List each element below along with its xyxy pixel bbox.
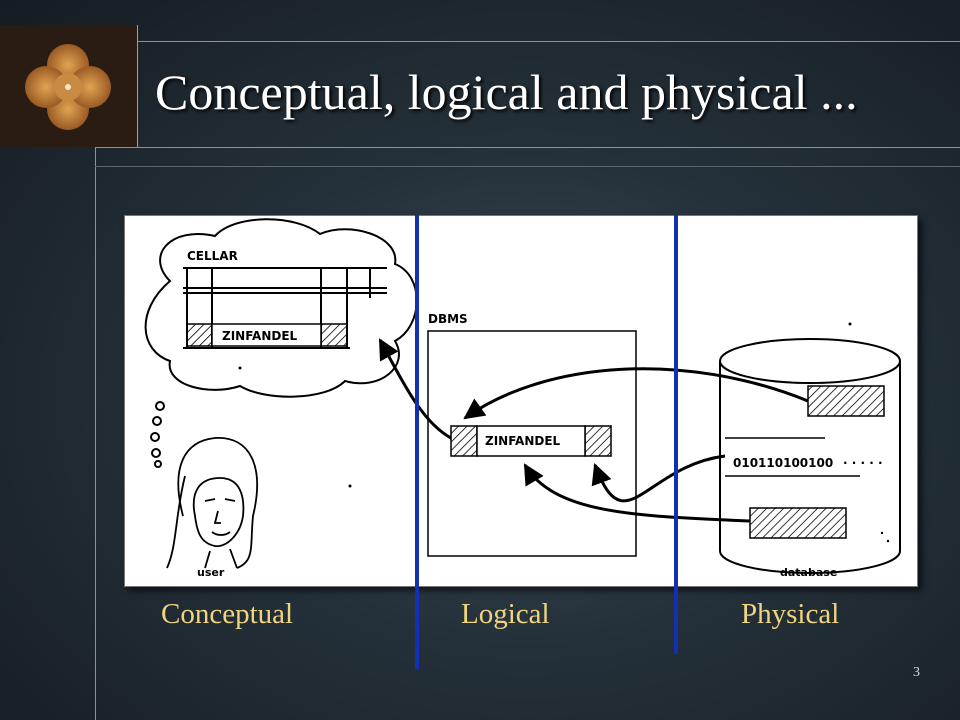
physical-block-top [807,385,885,417]
frame-vertical-line [95,147,96,720]
physical-level-label: Physical [741,598,840,630]
thought-bubbles [150,401,165,468]
logical-record-label: ZINFANDEL [485,434,561,448]
slide-title: Conceptual, logical and physical ... [155,64,858,120]
binary-record: 010110100100 · · · · · [725,437,883,477]
conceptual-record: ZINFANDEL [186,323,348,347]
cellar-label: CELLAR [187,249,238,263]
user-face-icon [166,437,258,569]
binary-string: 010110100100 [733,456,833,470]
frame-body-top-line [95,166,960,167]
cellar-table [183,267,387,349]
conceptual-record-label: ZINFANDEL [222,329,298,343]
physical-block-bottom [749,507,847,539]
flower-logo-icon [25,44,111,130]
logical-level-label: Logical [461,598,550,630]
dbms-label: DBMS [428,312,468,326]
logical-record: ZINFANDEL [450,425,612,457]
frame-title-bottom-line [95,147,960,148]
dbms-levels-figure: CELLAR ZINFANDEL DBMS ZINFANDEL [124,215,918,587]
conceptual-logical-divider [415,215,419,669]
binary-ellipsis: · · · · · [843,456,883,470]
frame-top-line [0,41,960,42]
logo [0,25,138,147]
mapping-arrows [378,338,809,523]
logical-physical-divider [674,215,678,654]
conceptual-level-label: Conceptual [161,598,294,630]
page-number: 3 [913,665,920,680]
database-label: database [780,566,837,579]
user-label: user [197,566,225,579]
scan-specks [238,322,890,543]
